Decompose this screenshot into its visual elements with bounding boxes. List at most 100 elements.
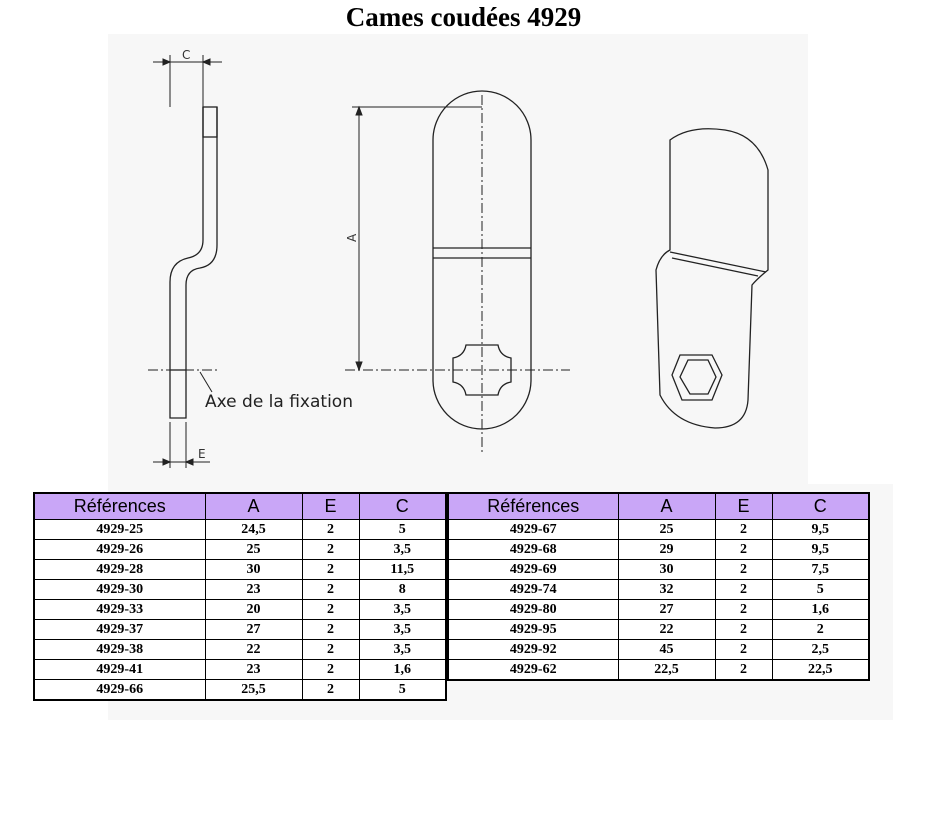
- header-c: C: [358, 492, 447, 520]
- cell-e: 2: [301, 679, 360, 701]
- cell-e: 2: [714, 559, 773, 580]
- cell-reference: 4929-28: [33, 559, 206, 580]
- side-view: [169, 106, 218, 419]
- dim-a-label: A: [345, 233, 359, 242]
- cell-a: 45: [617, 639, 716, 660]
- cell-reference: 4929-62: [447, 659, 619, 681]
- cell-e: 2: [301, 639, 360, 660]
- cell-c: 5: [358, 519, 447, 540]
- cell-reference: 4929-67: [447, 519, 619, 540]
- cell-c: 5: [358, 679, 447, 701]
- cell-e: 2: [301, 619, 360, 640]
- cell-e: 2: [714, 539, 773, 560]
- cell-reference: 4929-74: [447, 579, 619, 600]
- cell-reference: 4929-38: [33, 639, 206, 660]
- cell-c: 3,5: [358, 599, 447, 620]
- cell-c: 3,5: [358, 539, 447, 560]
- cell-e: 2: [301, 579, 360, 600]
- header-e: E: [301, 492, 360, 520]
- axis-label: Axe de la fixation: [205, 392, 353, 412]
- cell-c: 1,6: [358, 659, 447, 680]
- header-references: Références: [33, 492, 206, 520]
- header-c: C: [771, 492, 870, 520]
- cell-a: 29: [617, 539, 716, 560]
- header-a: A: [617, 492, 716, 520]
- cell-a: 27: [617, 599, 716, 620]
- cell-c: 3,5: [358, 619, 447, 640]
- cell-reference: 4929-33: [33, 599, 206, 620]
- cell-a: 25: [617, 519, 716, 540]
- cell-a: 23: [204, 659, 303, 680]
- cell-a: 23: [204, 579, 303, 600]
- cell-reference: 4929-69: [447, 559, 619, 580]
- cell-reference: 4929-92: [447, 639, 619, 660]
- cell-reference: 4929-95: [447, 619, 619, 640]
- cell-a: 24,5: [204, 519, 303, 540]
- cell-e: 2: [714, 659, 773, 681]
- cell-c: 2: [771, 619, 870, 640]
- cell-e: 2: [714, 519, 773, 540]
- cell-c: 7,5: [771, 559, 870, 580]
- cell-a: 22: [204, 639, 303, 660]
- cell-a: 22: [617, 619, 716, 640]
- dim-c-label: C: [182, 48, 190, 62]
- cell-a: 22,5: [617, 659, 716, 681]
- technical-drawing: C E A Axe de la fixation: [148, 48, 769, 468]
- cell-reference: 4929-41: [33, 659, 206, 680]
- cell-a: 30: [204, 559, 303, 580]
- drawing-background: [108, 34, 808, 484]
- cell-e: 2: [301, 539, 360, 560]
- cell-reference: 4929-37: [33, 619, 206, 640]
- table-header-row: Références A E C: [33, 492, 447, 520]
- cell-e: 2: [714, 639, 773, 660]
- cell-reference: 4929-26: [33, 539, 206, 560]
- cell-c: 11,5: [358, 559, 447, 580]
- cell-c: 5: [771, 579, 870, 600]
- cell-reference: 4929-66: [33, 679, 206, 701]
- cell-e: 2: [714, 579, 773, 600]
- cell-reference: 4929-68: [447, 539, 619, 560]
- cell-e: 2: [714, 619, 773, 640]
- cell-reference: 4929-25: [33, 519, 206, 540]
- cell-c: 22,5: [771, 659, 870, 681]
- cell-e: 2: [301, 659, 360, 680]
- cell-a: 30: [617, 559, 716, 580]
- dim-e-lines: [153, 422, 210, 468]
- dim-a-lines: [352, 105, 482, 372]
- front-centerlines: [345, 95, 570, 455]
- cell-c: 3,5: [358, 639, 447, 660]
- dim-e-label: E: [198, 447, 206, 461]
- cell-reference: 4929-80: [447, 599, 619, 620]
- cell-a: 32: [617, 579, 716, 600]
- cell-a: 25,5: [204, 679, 303, 701]
- header-e: E: [714, 492, 773, 520]
- cell-c: 9,5: [771, 539, 870, 560]
- isometric-view: [655, 128, 769, 429]
- cell-a: 20: [204, 599, 303, 620]
- cell-a: 27: [204, 619, 303, 640]
- cell-e: 2: [714, 599, 773, 620]
- cell-e: 2: [301, 599, 360, 620]
- cell-e: 2: [301, 519, 360, 540]
- header-references: Références: [447, 492, 619, 520]
- cell-c: 2,5: [771, 639, 870, 660]
- cell-c: 8: [358, 579, 447, 600]
